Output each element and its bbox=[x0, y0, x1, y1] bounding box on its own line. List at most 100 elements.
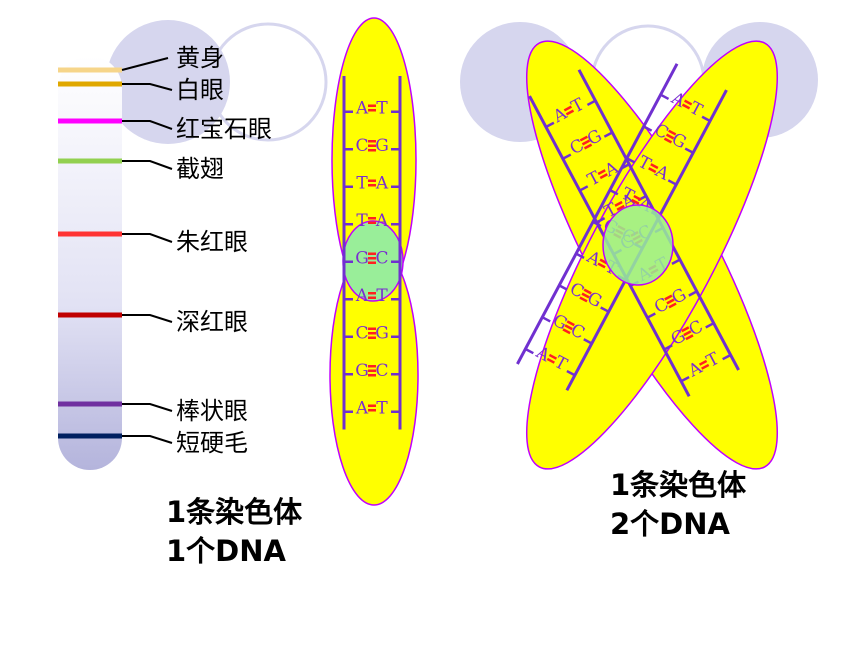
dna-rung bbox=[643, 125, 653, 132]
hydrogen-bond bbox=[583, 143, 593, 150]
dna-rung bbox=[671, 258, 681, 265]
gene-label: 深红眼 bbox=[176, 308, 248, 336]
hydrogen-bond bbox=[663, 137, 673, 144]
hydrogen-bond bbox=[648, 167, 657, 174]
dna-rung bbox=[600, 306, 610, 313]
dna-rung bbox=[586, 99, 596, 107]
dna-rung bbox=[603, 131, 613, 138]
dna-base: C bbox=[355, 323, 368, 343]
hydrogen-bond bbox=[633, 194, 642, 201]
hydrogen-bond bbox=[579, 135, 588, 142]
dna-rung bbox=[609, 188, 619, 196]
dna-rung bbox=[705, 322, 715, 329]
decor-circle bbox=[106, 20, 230, 144]
hydrogen-bond bbox=[683, 330, 692, 337]
hydrogen-bond bbox=[566, 320, 575, 327]
dna-base: C bbox=[375, 248, 388, 268]
dna-base: T bbox=[356, 211, 368, 231]
left-caption-line1: 1条染色体 bbox=[166, 495, 303, 529]
leader-line bbox=[122, 403, 173, 412]
hydrogen-bond bbox=[665, 133, 675, 140]
right-caption-line1: 1条染色体 bbox=[610, 468, 747, 502]
hydrogen-bond bbox=[666, 298, 675, 305]
gene-label: 短硬毛 bbox=[176, 429, 248, 457]
right-caption-line2: 2个DNA bbox=[610, 507, 730, 541]
gene-label: 朱红眼 bbox=[176, 228, 248, 256]
dna-rung bbox=[566, 369, 576, 377]
dna-rung bbox=[660, 93, 670, 101]
dna-base: C bbox=[375, 361, 388, 381]
hydrogen-bond bbox=[581, 292, 590, 299]
leader-line bbox=[122, 435, 173, 444]
dna-rung bbox=[722, 353, 732, 361]
hydrogen-bond bbox=[685, 334, 694, 341]
dna-rung bbox=[562, 153, 572, 160]
hydrogen-bond bbox=[548, 353, 558, 360]
dna-base: G bbox=[375, 323, 389, 343]
hydrogen-bond bbox=[583, 288, 592, 295]
leader-line bbox=[122, 83, 173, 91]
dna-base: A bbox=[375, 211, 389, 231]
hydrogen-bond bbox=[631, 198, 640, 205]
dna-base: G bbox=[355, 361, 369, 381]
hydrogen-bond bbox=[698, 359, 708, 366]
dna-base: G bbox=[375, 136, 389, 156]
dna-rung bbox=[684, 147, 694, 154]
dna-rung bbox=[626, 157, 636, 164]
dna-base: T bbox=[376, 98, 388, 118]
hydrogen-bond bbox=[563, 105, 572, 112]
dna-base: A bbox=[355, 98, 369, 118]
hydrogen-bond bbox=[597, 169, 606, 176]
hydrogen-bond bbox=[668, 129, 677, 136]
hydrogen-bond bbox=[562, 328, 571, 335]
dna-base: T bbox=[376, 286, 388, 306]
gene-label: 黄身 bbox=[176, 44, 224, 72]
hydrogen-bond bbox=[579, 296, 588, 303]
dna-rung bbox=[575, 252, 585, 259]
hydrogen-bond bbox=[664, 294, 673, 301]
hydrogen-bond bbox=[684, 99, 693, 106]
gene-label: 白眼 bbox=[176, 76, 224, 104]
dna-rung bbox=[646, 312, 656, 319]
hydrogen-bond bbox=[650, 163, 659, 170]
centromere bbox=[602, 204, 674, 286]
dna-rung bbox=[663, 344, 673, 351]
chromosome-gene-map bbox=[58, 56, 122, 470]
leader-line bbox=[122, 233, 173, 243]
dna-rung bbox=[688, 290, 698, 297]
dna-base: G bbox=[355, 248, 369, 268]
hydrogen-bond bbox=[546, 357, 555, 364]
hydrogen-bond bbox=[614, 200, 623, 207]
dna-base: A bbox=[355, 398, 369, 418]
dna-rung bbox=[596, 217, 606, 224]
dna-rung bbox=[583, 338, 593, 345]
dna-rung bbox=[592, 220, 602, 228]
gene-label: 棒状眼 bbox=[176, 397, 248, 425]
hydrogen-bond bbox=[668, 302, 677, 309]
hydrogen-bond bbox=[565, 109, 575, 116]
gene-label: 红宝石眼 bbox=[176, 115, 272, 143]
hydrogen-bond bbox=[681, 326, 690, 333]
hydrogen-bond bbox=[564, 324, 573, 331]
leader-line bbox=[122, 160, 173, 170]
dna-base: C bbox=[355, 136, 368, 156]
leader-line bbox=[122, 314, 173, 323]
gene-label: 截翅 bbox=[176, 155, 224, 183]
dna-rung bbox=[579, 185, 589, 192]
dna-base: A bbox=[375, 173, 389, 193]
dna-rung bbox=[667, 179, 677, 186]
dna-base: A bbox=[355, 286, 369, 306]
dna-rung bbox=[701, 115, 711, 123]
dna-rung bbox=[558, 284, 568, 291]
left-caption-line2: 1个DNA bbox=[166, 534, 286, 568]
hydrogen-bond bbox=[581, 139, 591, 146]
hydrogen-bond bbox=[616, 204, 625, 211]
dna-backbone bbox=[516, 63, 679, 365]
dna-rung bbox=[524, 347, 534, 355]
